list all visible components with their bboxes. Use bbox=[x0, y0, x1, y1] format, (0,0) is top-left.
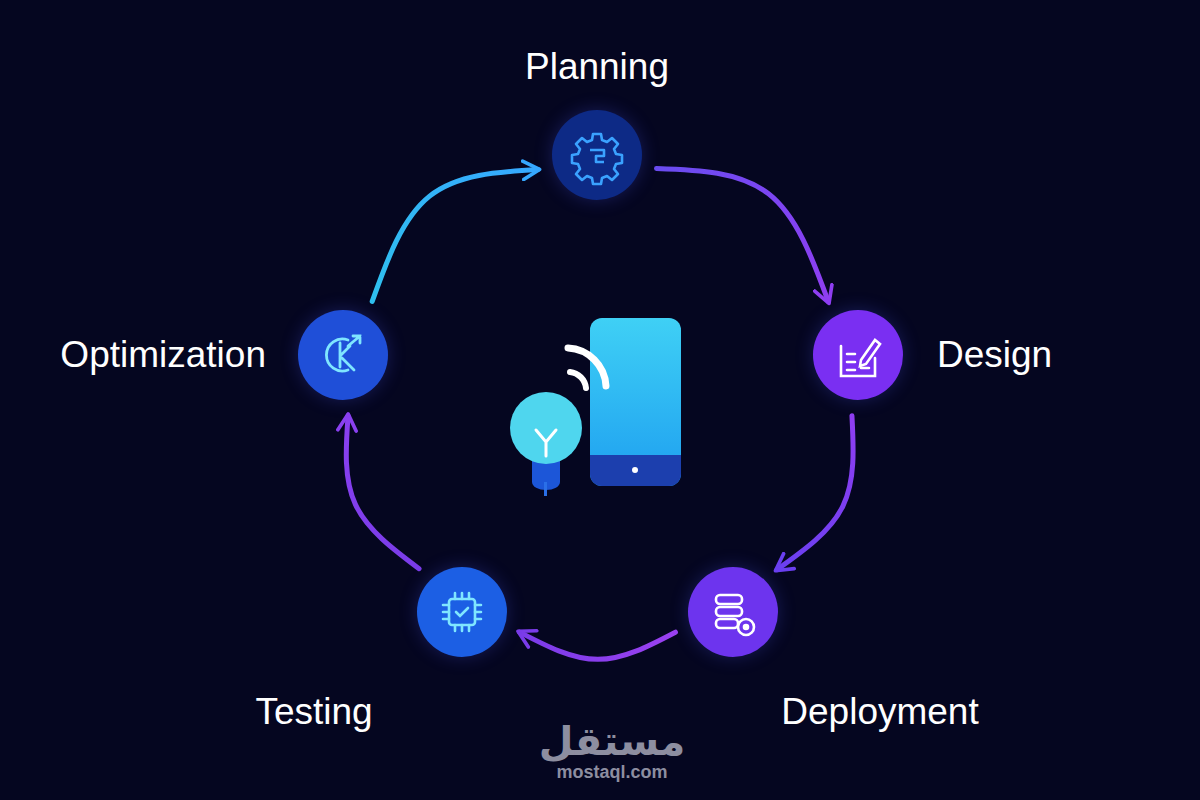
stage-label: Optimization bbox=[60, 335, 266, 376]
signal-waves bbox=[568, 348, 606, 388]
lightbulb-icon bbox=[510, 392, 582, 496]
stage-circle: Planning bbox=[552, 110, 642, 200]
watermark: mostaql.com bbox=[556, 762, 667, 783]
cycle-arrow bbox=[777, 416, 853, 570]
stage-icon bbox=[298, 310, 388, 400]
stage-circle: Optimization bbox=[298, 310, 388, 400]
stage-circle: Deployment bbox=[688, 567, 778, 657]
stage-icon bbox=[417, 567, 507, 657]
stage-circle: Testing bbox=[417, 567, 507, 657]
cycle-arrow bbox=[346, 416, 419, 569]
stage-icon bbox=[552, 110, 642, 200]
stage-label: Deployment bbox=[781, 692, 978, 733]
cycle-arrow bbox=[372, 170, 538, 302]
stage-circle: Design bbox=[813, 310, 903, 400]
stage-icon bbox=[813, 310, 903, 400]
stage-label: Planning bbox=[525, 47, 669, 88]
stage-label: Design bbox=[937, 335, 1052, 376]
stage-icon bbox=[688, 567, 778, 657]
cycle-arrow bbox=[520, 632, 676, 659]
stage-label: Testing bbox=[255, 692, 372, 733]
cycle-arrow bbox=[657, 168, 829, 301]
phone-icon bbox=[590, 318, 681, 486]
watermark: مستقل bbox=[539, 718, 685, 764]
